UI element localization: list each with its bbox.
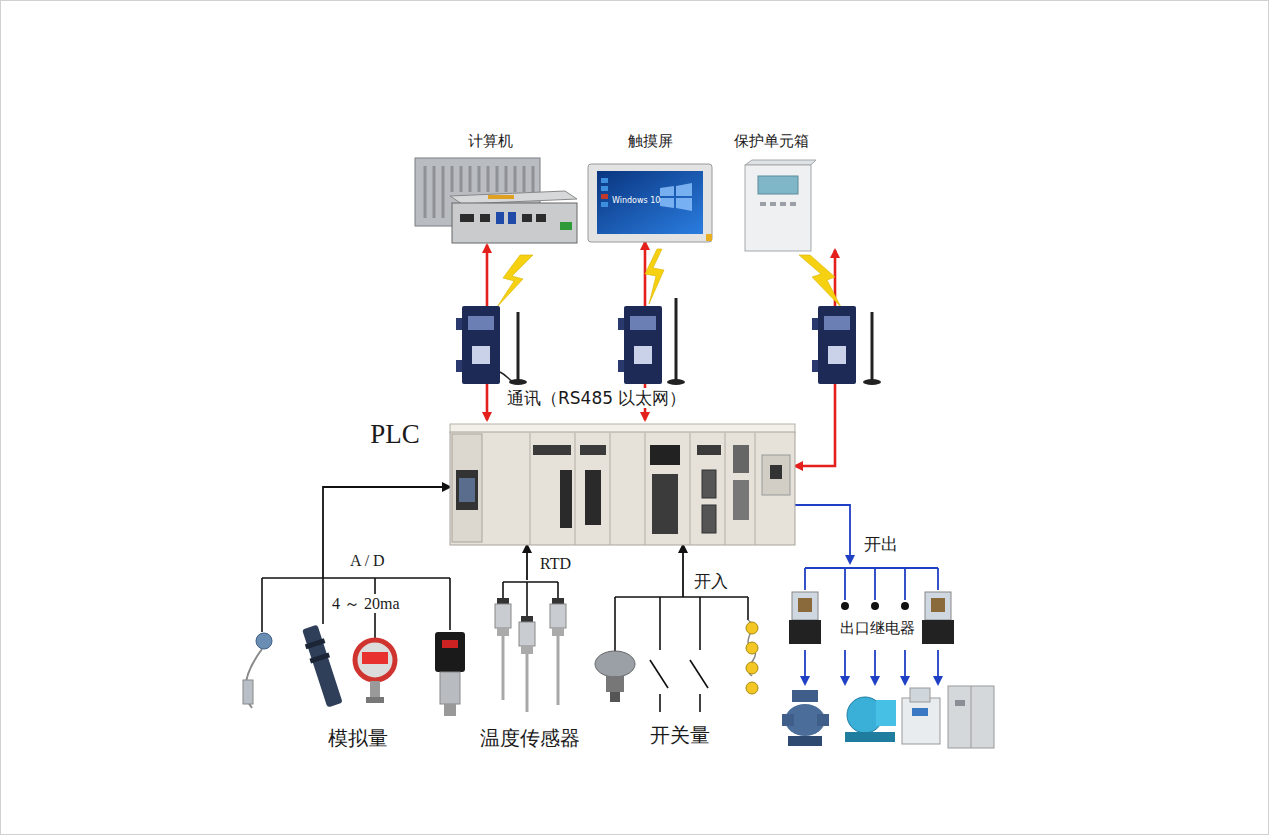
plc-node: PLC xyxy=(450,420,795,545)
node-title: 保护单元箱 xyxy=(734,132,809,150)
proximity-sensor xyxy=(300,624,344,708)
signal-label: A / D xyxy=(350,551,385,570)
wireless-bolt xyxy=(497,249,841,307)
bus-label: 通讯（RS485 以太网） xyxy=(505,388,688,408)
node-title: PLC xyxy=(370,418,420,450)
connector xyxy=(526,545,528,580)
edge-label: 开入 xyxy=(694,571,728,591)
edge-label: RTD xyxy=(540,554,571,573)
touch-screen-node: 触摸屏 xyxy=(588,128,712,242)
protection-box-picture xyxy=(745,160,816,251)
signal-wire xyxy=(262,578,748,712)
touch-screen-picture xyxy=(588,164,712,242)
computer-node: 计算机 xyxy=(412,128,577,245)
connector xyxy=(795,505,850,563)
wireless-modem xyxy=(456,306,527,385)
switch-input-node: 开关量 xyxy=(595,597,770,760)
pressure-transmitter xyxy=(435,632,465,716)
plc-rack xyxy=(450,424,795,545)
equipment-picture xyxy=(782,686,994,748)
protection-box-node: 保护单元箱 xyxy=(728,128,845,250)
connector xyxy=(682,545,684,597)
float-switch xyxy=(746,620,758,694)
computer-picture xyxy=(415,158,577,243)
node-title: 出口继电器 xyxy=(840,619,915,637)
level-sensor xyxy=(243,633,272,708)
signal-range-label: 4 ～ 20ma xyxy=(330,594,402,613)
screen-text: Windows 10 xyxy=(612,196,660,206)
temperature-sensor-node: 温度传感器 xyxy=(470,580,610,760)
output-wire xyxy=(805,568,938,684)
connector xyxy=(323,487,450,578)
wireless-modem xyxy=(618,298,685,385)
edge-label: 开出 xyxy=(864,534,898,554)
wireless-modem xyxy=(812,306,881,385)
node-title: 计算机 xyxy=(468,132,513,150)
node-title: 开关量 xyxy=(650,723,710,747)
node-title: 触摸屏 xyxy=(628,132,673,150)
node-title: 模拟量 xyxy=(328,726,388,750)
pressure-gauge xyxy=(355,640,395,703)
pressure-switch xyxy=(595,651,635,702)
relay-picture xyxy=(789,592,954,644)
output-relay-node: 出口继电器 xyxy=(780,563,965,660)
temperature-probe xyxy=(495,598,566,712)
node-title: 温度传感器 xyxy=(480,726,580,750)
